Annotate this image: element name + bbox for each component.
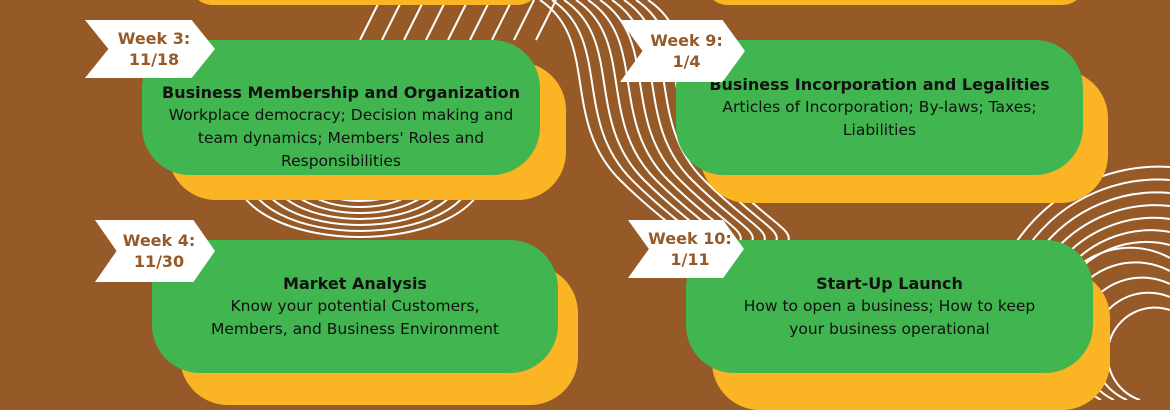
wave-line bbox=[1106, 306, 1170, 400]
wave-line bbox=[599, 0, 742, 261]
wave-line bbox=[447, 0, 469, 41]
wave-line bbox=[513, 0, 535, 41]
week-flag: Week 9: 1/4 bbox=[620, 20, 745, 82]
wave-line bbox=[381, 0, 403, 41]
wave-line bbox=[491, 0, 513, 41]
wave-line bbox=[425, 0, 447, 41]
session-description: Know your potential Customers, Members, … bbox=[210, 296, 500, 338]
wave-line bbox=[359, 0, 381, 41]
week-label: Week 10: bbox=[648, 229, 732, 248]
week-date: 1/11 bbox=[670, 250, 710, 269]
session-description: Articles of Incorporation; By-laws; Taxe… bbox=[722, 97, 1037, 139]
previous-card-shadow-right bbox=[705, 0, 1085, 5]
session-title: Start-Up Launch bbox=[816, 273, 963, 293]
session-title: Business Membership and Organization bbox=[162, 83, 520, 102]
week-flag: Week 4: 11/30 bbox=[95, 220, 215, 282]
week-date: 11/18 bbox=[128, 50, 180, 69]
week-label: Week 9: bbox=[650, 31, 723, 50]
session-card-week-10: Start-Up Launch How to open a business; … bbox=[686, 240, 1093, 373]
session-title: Business Incorporation and Legalities bbox=[709, 74, 1050, 94]
week-date: 1/4 bbox=[672, 52, 701, 71]
week-label: Week 4: bbox=[122, 231, 196, 250]
wave-line bbox=[535, 0, 557, 41]
session-card-week-4: Market Analysis Know your potential Cust… bbox=[152, 240, 558, 373]
wave-line bbox=[403, 0, 425, 41]
wave-line bbox=[247, 174, 473, 232]
wave-line bbox=[469, 0, 491, 41]
session-card-week-3: Business Membership and Organization Wor… bbox=[142, 40, 540, 175]
session-title: Market Analysis bbox=[283, 273, 427, 293]
session-description: How to open a business; How to keep your… bbox=[743, 296, 1036, 338]
wave-line bbox=[235, 174, 485, 238]
week-label: Week 3: bbox=[117, 29, 191, 48]
previous-card-shadow-left bbox=[190, 0, 540, 5]
session-card-week-9: Business Incorporation and Legalities Ar… bbox=[676, 40, 1083, 175]
week-date: 11/30 bbox=[133, 252, 185, 271]
session-description: Workplace democracy; Decision making and… bbox=[168, 106, 514, 170]
